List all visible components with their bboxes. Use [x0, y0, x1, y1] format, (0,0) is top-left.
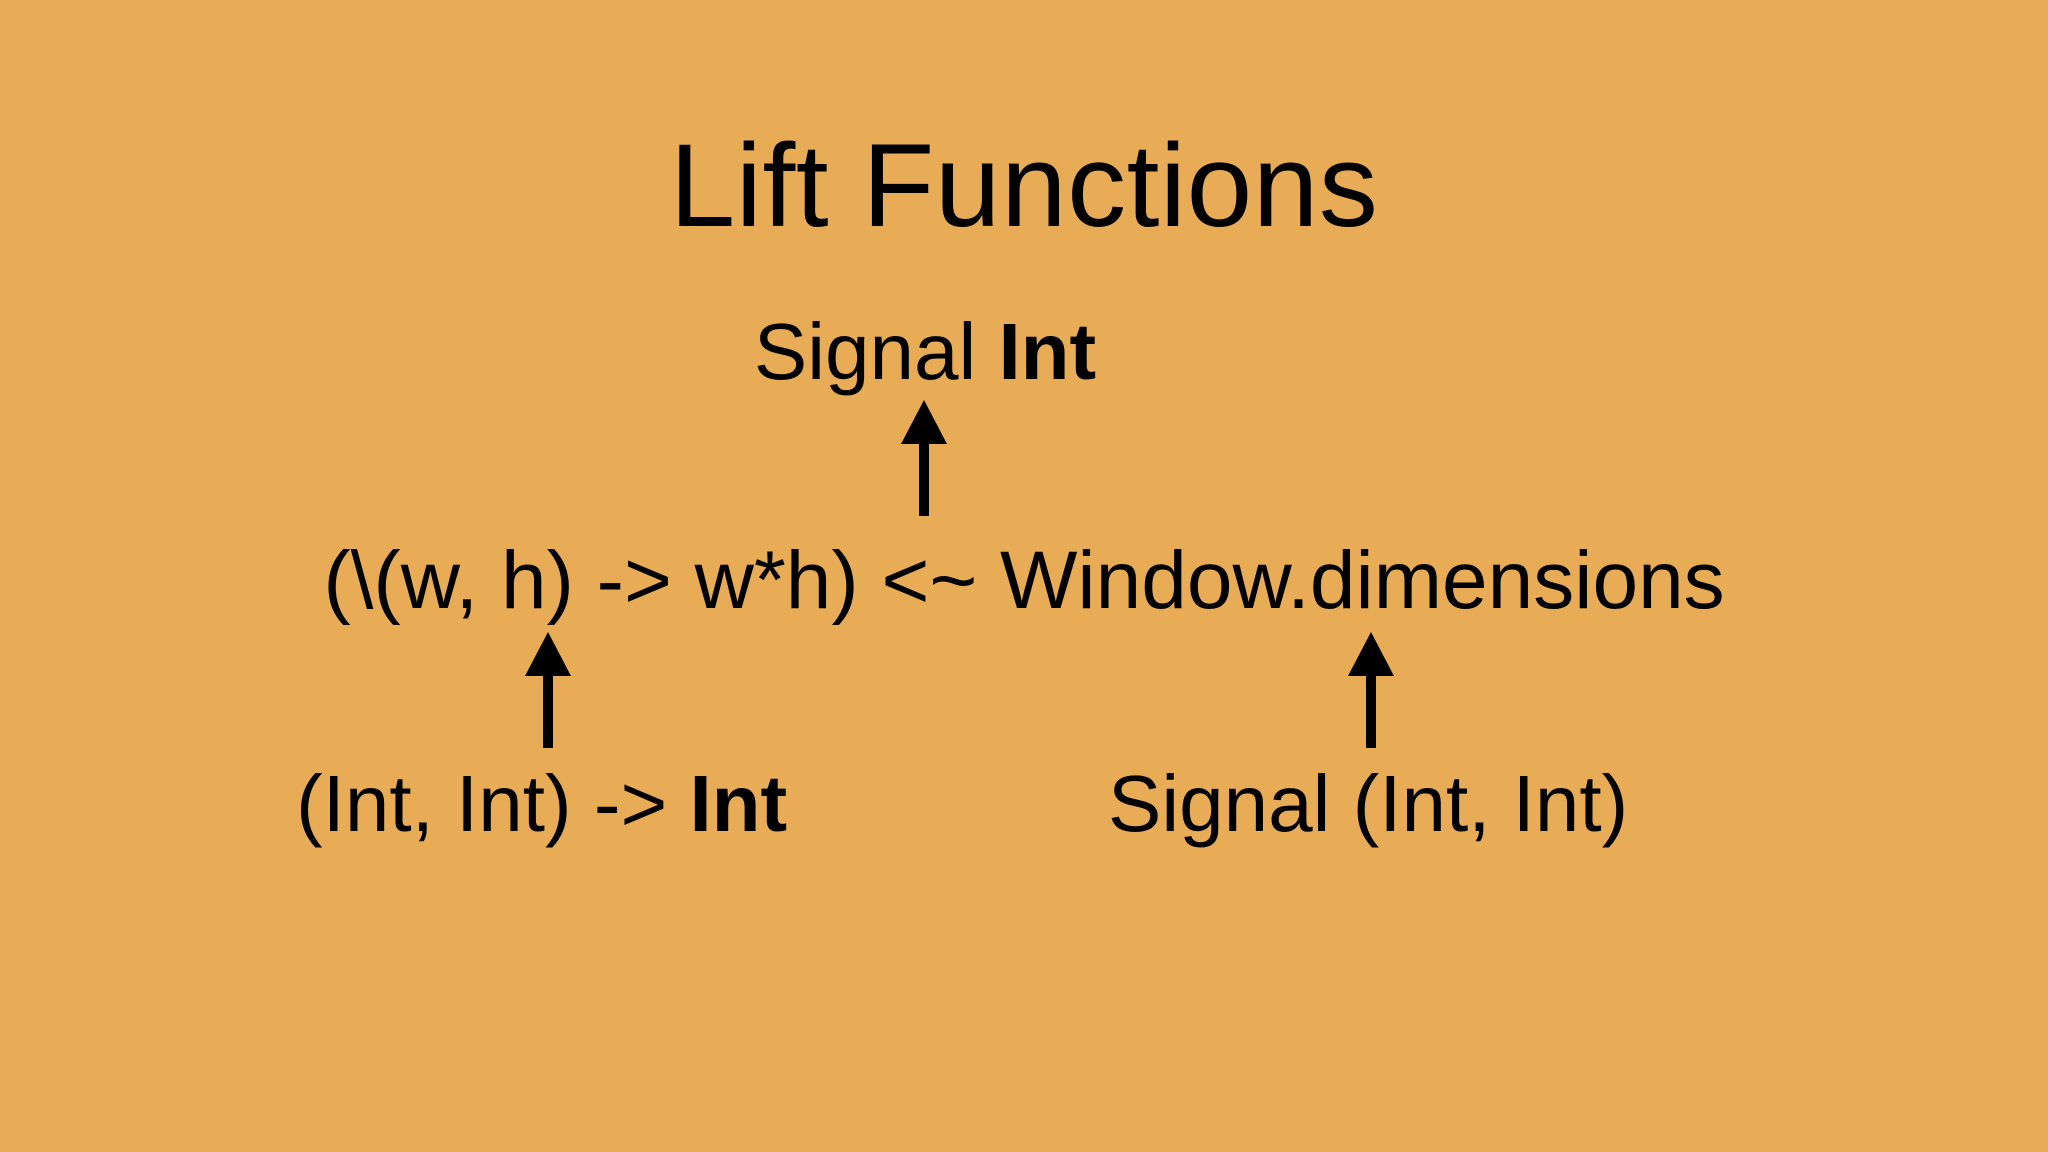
signal-type-label: Signal (Int, Int) — [1108, 759, 1629, 848]
slide-title: Lift Functions — [669, 120, 1379, 252]
up-arrow-icon — [1348, 632, 1394, 748]
result-type-label: Signal Int — [0, 312, 1850, 392]
function-type-bold: Int — [689, 759, 788, 848]
function-type-prefix: (Int, Int) -> — [296, 759, 690, 848]
result-type-prefix: Signal — [753, 307, 999, 396]
up-arrow-icon — [525, 632, 571, 748]
function-type-label: (Int, Int) -> Int — [296, 764, 787, 844]
expression-line: (\(w, h) -> w*h) <~ Window.dimensions — [323, 535, 1725, 626]
result-type-bold: Int — [998, 307, 1097, 396]
up-arrow-icon — [901, 400, 947, 516]
